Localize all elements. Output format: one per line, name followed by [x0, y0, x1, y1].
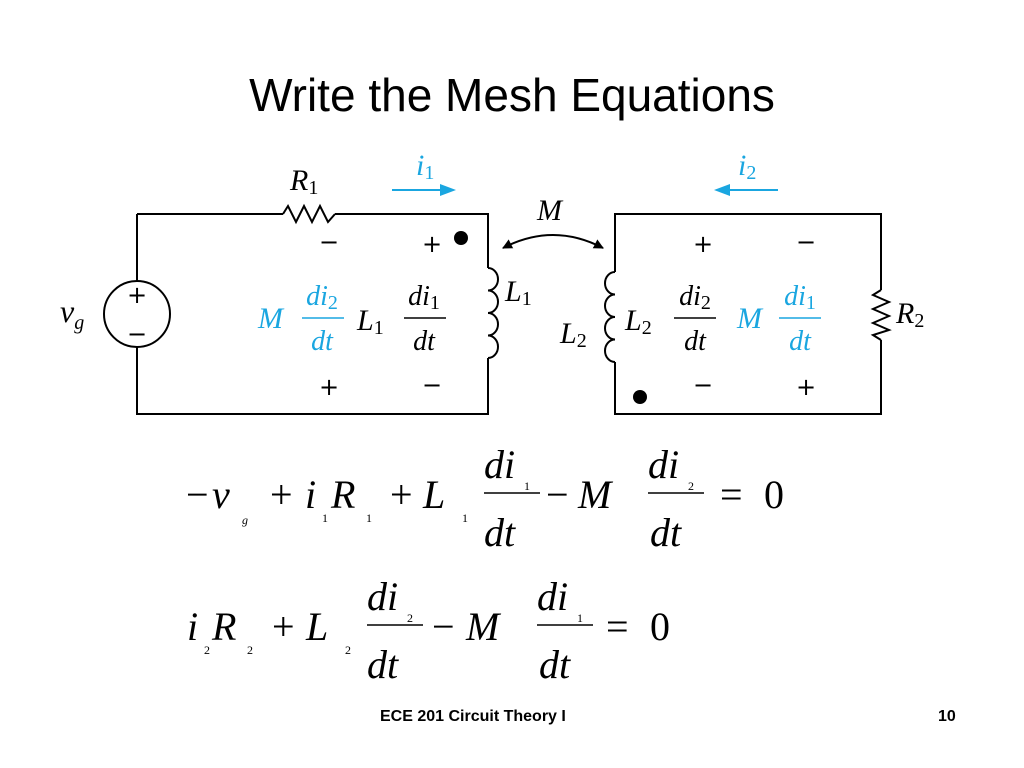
dot-marker-l1 [454, 231, 468, 245]
svg-text:di: di [484, 442, 515, 487]
svg-text:2: 2 [688, 479, 694, 493]
svg-text:1: 1 [524, 479, 530, 493]
slide-title: Write the Mesh Equations [249, 69, 775, 121]
svg-text:L: L [305, 604, 328, 649]
mutual-coupling-arrow [502, 234, 604, 249]
svg-text:g: g [242, 513, 248, 527]
left-mesh-wires [136, 213, 489, 415]
plus-sign: + [319, 373, 339, 401]
svg-text:2: 2 [407, 611, 413, 625]
l1-label: L1 [504, 275, 532, 310]
l2-label: L2 [559, 317, 587, 352]
resistor-r2 [870, 289, 892, 341]
svg-text:dt: dt [413, 326, 436, 357]
left-induced-voltage: M di2 dt L1 di1 dt [257, 281, 446, 357]
svg-text:L1: L1 [356, 304, 384, 339]
i1-label: i1 [416, 149, 434, 184]
mutual-inductance-label: M [536, 194, 564, 227]
svg-text:M: M [465, 604, 502, 649]
plus-sign: + [796, 373, 816, 401]
svg-text:dt: dt [484, 510, 516, 555]
svg-text:−: − [432, 604, 455, 649]
svg-text:R: R [330, 472, 355, 517]
inductor-l1 [487, 267, 499, 359]
svg-text:1: 1 [462, 511, 468, 525]
svg-text:=: = [606, 604, 629, 649]
vg-label: vg [60, 293, 84, 334]
mesh-equation-2: i 2 R 2 + L 2 di 2 dt − M di 1 dt = 0 [187, 574, 670, 687]
svg-text:i: i [187, 604, 198, 649]
svg-text:−: − [127, 320, 147, 348]
dot-marker-l2 [633, 390, 647, 404]
svg-text:=: = [720, 472, 743, 517]
r2-label: R2 [895, 297, 924, 332]
minus-sign: − [796, 228, 816, 256]
right-mesh-wires [614, 213, 882, 415]
mesh-equation-1: − v g + i 1 R 1 + L 1 di 1 dt − M di 2 d… [186, 442, 784, 555]
voltage-source-vg: + − [103, 280, 171, 348]
slide-page-number: 10 [938, 708, 956, 725]
svg-text:M: M [257, 302, 285, 335]
svg-text:0: 0 [764, 472, 784, 517]
right-induced-voltage: L2 di2 dt M di1 dt [624, 281, 821, 357]
svg-text:di: di [367, 574, 398, 619]
svg-text:di: di [537, 574, 568, 619]
i2-arrow [714, 184, 778, 196]
svg-text:dt: dt [650, 510, 682, 555]
svg-text:R: R [211, 604, 236, 649]
svg-text:2: 2 [204, 643, 210, 657]
svg-text:dt: dt [367, 642, 399, 687]
i1-arrow [392, 184, 456, 196]
svg-text:dt: dt [684, 326, 707, 357]
svg-text:+: + [272, 604, 295, 649]
svg-text:M: M [577, 472, 614, 517]
svg-text:+: + [127, 281, 147, 309]
svg-text:1: 1 [577, 611, 583, 625]
svg-text:M: M [736, 302, 764, 335]
svg-text:0: 0 [650, 604, 670, 649]
plus-sign: + [693, 230, 713, 258]
svg-text:dt: dt [311, 326, 334, 357]
r1-label: R1 [289, 164, 318, 199]
i2-label: i2 [738, 149, 756, 184]
plus-sign: − [319, 228, 339, 256]
minus-sign: − [693, 371, 713, 399]
svg-text:di: di [648, 442, 679, 487]
svg-text:di2: di2 [306, 281, 338, 314]
svg-text:−: − [546, 472, 569, 517]
svg-text:di1: di1 [784, 281, 816, 314]
svg-text:+: + [270, 472, 293, 517]
svg-text:dt: dt [789, 326, 812, 357]
svg-text:L: L [422, 472, 445, 517]
svg-text:v: v [212, 472, 230, 517]
svg-text:L2: L2 [624, 304, 652, 339]
svg-text:dt: dt [539, 642, 571, 687]
minus-sign: − [422, 371, 442, 399]
svg-text:2: 2 [247, 643, 253, 657]
svg-text:1: 1 [366, 511, 372, 525]
svg-text:1: 1 [322, 511, 328, 525]
svg-text:di2: di2 [679, 281, 711, 314]
footer-course-title: ECE 201 Circuit Theory I [380, 708, 566, 725]
svg-text:+: + [390, 472, 413, 517]
plus-sign: + [422, 230, 442, 258]
svg-text:2: 2 [345, 643, 351, 657]
resistor-r1 [282, 203, 336, 225]
svg-text:di1: di1 [408, 281, 440, 314]
svg-text:i: i [305, 472, 316, 517]
inductor-l2 [604, 271, 616, 363]
svg-text:−: − [186, 472, 209, 517]
